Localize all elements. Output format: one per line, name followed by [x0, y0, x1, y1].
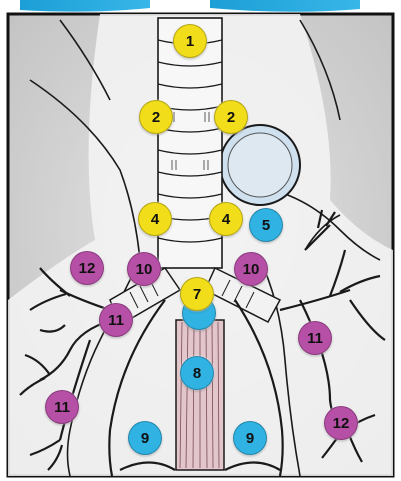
- station-11r-lower-label: 11: [54, 400, 70, 415]
- station-11r-lower-marker: 11: [45, 390, 79, 424]
- station-7-marker: 7: [180, 277, 214, 311]
- top-header-band: [0, 0, 401, 14]
- station-9l-label: 9: [246, 431, 254, 446]
- station-11l-label: 11: [307, 331, 323, 346]
- station-4r-label: 4: [151, 212, 159, 227]
- station-12r-marker: 12: [70, 251, 104, 285]
- station-2r-label: 2: [152, 110, 160, 125]
- station-9r-label: 9: [141, 431, 149, 446]
- station-12l-marker: 12: [324, 406, 358, 440]
- station-4r-marker: 4: [138, 202, 172, 236]
- station-8-marker: 8: [180, 356, 214, 390]
- station-10r-label: 10: [136, 262, 153, 277]
- esophagus: [176, 320, 224, 470]
- aortic-arch: [220, 125, 300, 205]
- station-5-marker: 5: [249, 208, 283, 242]
- station-12l-label: 12: [333, 416, 350, 431]
- station-10l-label: 10: [243, 262, 260, 277]
- station-9r-marker: 9: [128, 421, 162, 455]
- station-12r-label: 12: [79, 261, 96, 276]
- station-7-label: 7: [193, 287, 201, 302]
- station-1-label: 1: [186, 34, 194, 49]
- station-2r-marker: 2: [139, 100, 173, 134]
- station-2l-marker: 2: [214, 100, 248, 134]
- station-2l-label: 2: [227, 110, 235, 125]
- station-10r-marker: 10: [127, 252, 161, 286]
- station-4l-label: 4: [222, 212, 230, 227]
- station-11r-upper-label: 11: [108, 313, 124, 328]
- station-10l-marker: 10: [234, 252, 268, 286]
- station-5-label: 5: [262, 218, 270, 233]
- station-11r-upper-marker: 11: [99, 303, 133, 337]
- station-9l-marker: 9: [233, 421, 267, 455]
- station-8-label: 8: [193, 366, 201, 381]
- station-4l-marker: 4: [209, 202, 243, 236]
- station-11l-marker: 11: [298, 321, 332, 355]
- station-1-marker: 1: [173, 24, 207, 58]
